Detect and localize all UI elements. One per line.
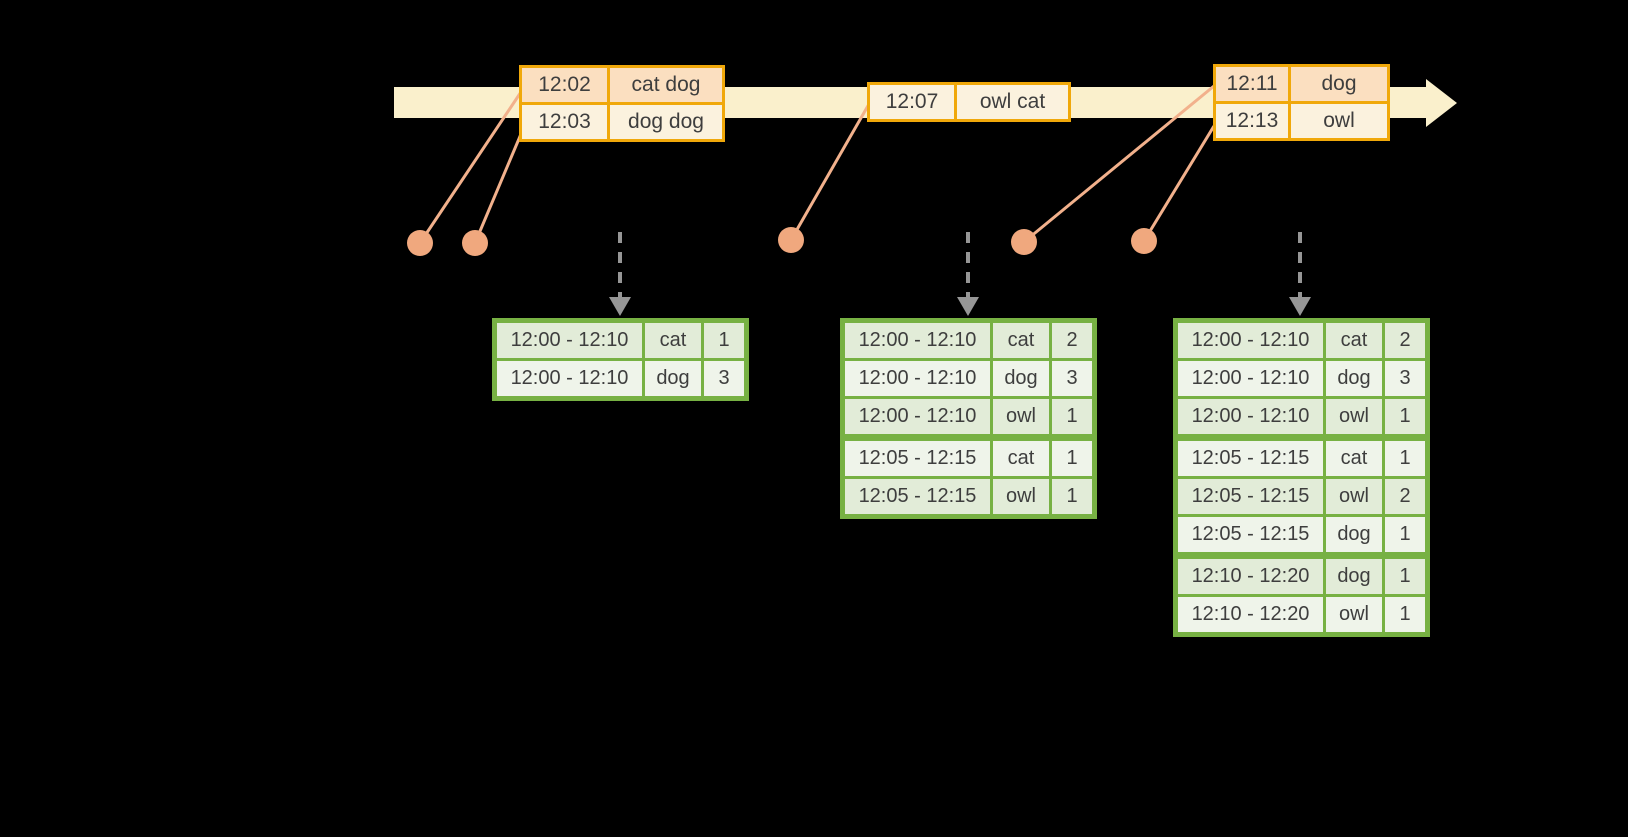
event-words-cell: dog	[1291, 67, 1387, 101]
result-table-1: 12:00 - 12:10 cat 1 12:00 - 12:10 dog 3	[492, 318, 749, 401]
down-arrowhead-icon	[957, 297, 979, 316]
result-row: 12:10 - 12:20 dog 1	[1178, 559, 1425, 594]
result-row: 12:00 - 12:10 dog 3	[1178, 361, 1425, 396]
word-cell: dog	[1326, 517, 1382, 552]
word-cell: dog	[1326, 361, 1382, 396]
connector-line	[473, 133, 523, 244]
window-cell: 12:10 - 12:20	[1178, 559, 1323, 594]
result-row: 12:05 - 12:15 owl 1	[845, 479, 1092, 514]
timeline-arrowhead-icon	[1426, 79, 1457, 127]
count-cell: 2	[1385, 479, 1425, 514]
event-time-cell: 12:11	[1216, 67, 1288, 101]
word-cell: owl	[1326, 597, 1382, 632]
word-cell: dog	[993, 361, 1049, 396]
result-row: 12:05 - 12:15 cat 1	[1178, 441, 1425, 476]
word-cell: cat	[993, 441, 1049, 476]
result-table-2: 12:00 - 12:10 cat 2 12:00 - 12:10 dog 3 …	[840, 318, 1097, 519]
connector-line	[789, 103, 871, 241]
word-cell: owl	[993, 399, 1049, 434]
event-time-cell: 12:02	[522, 68, 607, 102]
connector-line	[1023, 84, 1215, 244]
window-cell: 12:00 - 12:10	[497, 323, 642, 358]
event-table-3: 12:11 dog 12:13 owl	[1213, 64, 1390, 141]
window-cell: 12:00 - 12:10	[1178, 361, 1323, 396]
connector-line	[1142, 125, 1216, 242]
count-cell: 1	[704, 323, 744, 358]
result-row: 12:05 - 12:15 cat 1	[845, 441, 1092, 476]
result-table-3: 12:00 - 12:10 cat 2 12:00 - 12:10 dog 3 …	[1173, 318, 1430, 637]
event-table-2: 12:07 owl cat	[867, 82, 1071, 122]
result-row: 12:00 - 12:10 cat 2	[1178, 323, 1425, 358]
window-cell: 12:00 - 12:10	[845, 399, 990, 434]
count-cell: 2	[1385, 323, 1425, 358]
count-cell: 1	[1052, 399, 1092, 434]
count-cell: 2	[1052, 323, 1092, 358]
result-row: 12:05 - 12:15 owl 2	[1178, 479, 1425, 514]
count-cell: 1	[1052, 441, 1092, 476]
window-cell: 12:00 - 12:10	[497, 361, 642, 396]
event-words-cell: owl	[1291, 104, 1387, 138]
result-row: 12:00 - 12:10 dog 3	[497, 361, 744, 396]
count-cell: 3	[1385, 361, 1425, 396]
event-words-cell: cat dog	[610, 68, 722, 102]
result-row: 12:00 - 12:10 cat 2	[845, 323, 1092, 358]
window-cell: 12:05 - 12:15	[1178, 441, 1323, 476]
word-cell: cat	[645, 323, 701, 358]
event-words-cell: owl cat	[957, 85, 1068, 119]
down-arrowhead-icon	[609, 297, 631, 316]
event-table-1: 12:02 cat dog 12:03 dog dog	[519, 65, 725, 142]
event-dot	[462, 230, 488, 256]
count-cell: 1	[1385, 441, 1425, 476]
count-cell: 1	[1385, 597, 1425, 632]
window-cell: 12:00 - 12:10	[845, 361, 990, 396]
window-cell: 12:05 - 12:15	[1178, 517, 1323, 552]
word-cell: cat	[993, 323, 1049, 358]
window-cell: 12:00 - 12:10	[1178, 399, 1323, 434]
count-cell: 1	[1052, 479, 1092, 514]
word-cell: owl	[993, 479, 1049, 514]
count-cell: 1	[1385, 517, 1425, 552]
event-words-cell: dog dog	[610, 105, 722, 139]
event-dot	[778, 227, 804, 253]
count-cell: 3	[1052, 361, 1092, 396]
result-row: 12:00 - 12:10 owl 1	[845, 399, 1092, 434]
event-time-cell: 12:13	[1216, 104, 1288, 138]
count-cell: 1	[1385, 559, 1425, 594]
event-time-cell: 12:03	[522, 105, 607, 139]
window-cell: 12:00 - 12:10	[1178, 323, 1323, 358]
result-row: 12:00 - 12:10 owl 1	[1178, 399, 1425, 434]
window-cell: 12:05 - 12:15	[1178, 479, 1323, 514]
word-cell: dog	[645, 361, 701, 396]
word-cell: owl	[1326, 479, 1382, 514]
result-row: 12:00 - 12:10 cat 1	[497, 323, 744, 358]
word-cell: cat	[1326, 323, 1382, 358]
word-cell: cat	[1326, 441, 1382, 476]
word-cell: owl	[1326, 399, 1382, 434]
event-dot	[1131, 228, 1157, 254]
window-cell: 12:10 - 12:20	[1178, 597, 1323, 632]
word-cell: dog	[1326, 559, 1382, 594]
window-cell: 12:05 - 12:15	[845, 441, 990, 476]
window-cell: 12:05 - 12:15	[845, 479, 990, 514]
event-dot	[407, 230, 433, 256]
connector-line	[418, 91, 523, 244]
event-dot	[1011, 229, 1037, 255]
down-arrowhead-icon	[1289, 297, 1311, 316]
result-row: 12:10 - 12:20 owl 1	[1178, 597, 1425, 632]
count-cell: 3	[704, 361, 744, 396]
result-row: 12:00 - 12:10 dog 3	[845, 361, 1092, 396]
result-row: 12:05 - 12:15 dog 1	[1178, 517, 1425, 552]
event-time-cell: 12:07	[870, 85, 954, 119]
count-cell: 1	[1385, 399, 1425, 434]
window-cell: 12:00 - 12:10	[845, 323, 990, 358]
